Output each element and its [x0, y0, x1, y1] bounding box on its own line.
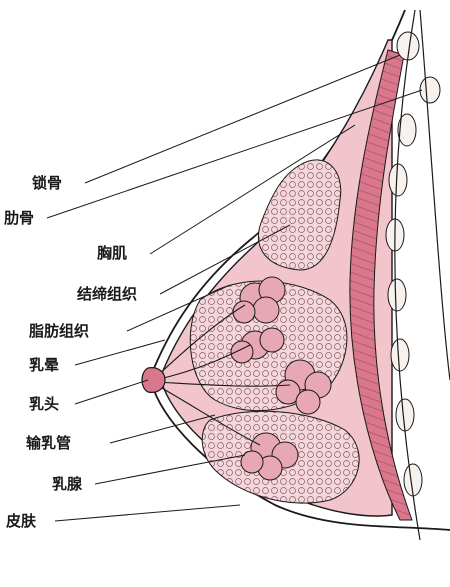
leader-lines	[46, 54, 423, 522]
leader-pectoral	[149, 124, 356, 255]
leader-skin	[54, 504, 241, 522]
adipose-region-upper	[257, 159, 342, 271]
leader-duct	[109, 414, 216, 444]
pectoral-muscle	[349, 49, 413, 521]
label-adipose-tissue: 脂肪组织	[29, 322, 90, 340]
chest-wall-line	[394, 9, 421, 541]
leader-clavicle	[84, 54, 401, 184]
leader-areola	[74, 339, 166, 366]
nipple	[141, 367, 166, 393]
gland-cluster-1	[232, 276, 286, 324]
rib-bones	[385, 31, 441, 497]
label-areola: 乳晕	[29, 356, 60, 374]
leader-nipple	[74, 379, 149, 405]
leader-adipose	[126, 284, 231, 332]
leader-gland	[94, 454, 246, 485]
label-skin: 皮肤	[6, 512, 37, 530]
label-rib: 肋骨	[4, 209, 35, 227]
label-clavicle: 锁骨	[32, 174, 63, 192]
label-nipple: 乳头	[29, 395, 60, 413]
label-connective-tissue: 结缔组织	[77, 285, 138, 303]
skin-inner-line	[419, 9, 450, 381]
label-pectoral-muscle: 胸肌	[97, 244, 128, 262]
leader-connective	[159, 224, 291, 295]
duct-lines	[154, 304, 291, 446]
leader-rib	[46, 89, 423, 219]
label-mammary-gland: 乳腺	[52, 475, 83, 493]
label-lactiferous-duct: 输乳管	[26, 434, 72, 452]
gland-cluster-4	[240, 432, 299, 481]
